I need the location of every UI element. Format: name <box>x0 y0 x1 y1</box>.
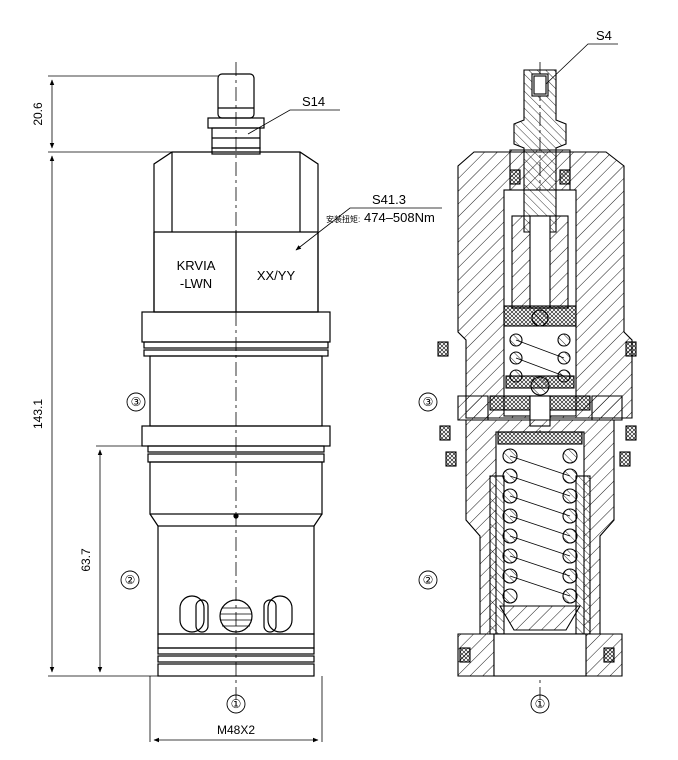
leader-s41 <box>295 207 442 251</box>
sec-port-3: ③ <box>423 395 434 409</box>
dim-lower-label: 63.7 <box>79 548 93 572</box>
model-line2: -LWN <box>180 276 212 291</box>
dim-overall-label: 143.1 <box>31 399 45 429</box>
setting-label: XX/YY <box>257 268 296 283</box>
model-line1: KRVIA <box>177 258 216 273</box>
hex-body-label: S41.3 <box>372 192 406 207</box>
hex-top-label: S14 <box>302 94 325 109</box>
ext-port-3: ③ <box>131 395 142 409</box>
o-ring-seals <box>437 169 637 663</box>
dim-top-label: 20.6 <box>31 102 45 126</box>
leader-s14 <box>247 109 340 135</box>
sec-port-1: ① <box>535 697 546 711</box>
external-view <box>48 62 442 743</box>
torque-prefix: 安装扭矩: <box>326 214 360 224</box>
ext-port-1: ① <box>231 697 242 711</box>
thread-label: M48X2 <box>217 723 255 737</box>
ext-port-2: ② <box>125 573 136 587</box>
leader-s4 <box>545 43 618 85</box>
port-hole <box>219 599 253 633</box>
torque-label: 474–508Nm <box>364 210 435 225</box>
section-view <box>418 43 637 714</box>
sec-port-2: ② <box>423 573 434 587</box>
hex-key-label: S4 <box>596 28 612 43</box>
